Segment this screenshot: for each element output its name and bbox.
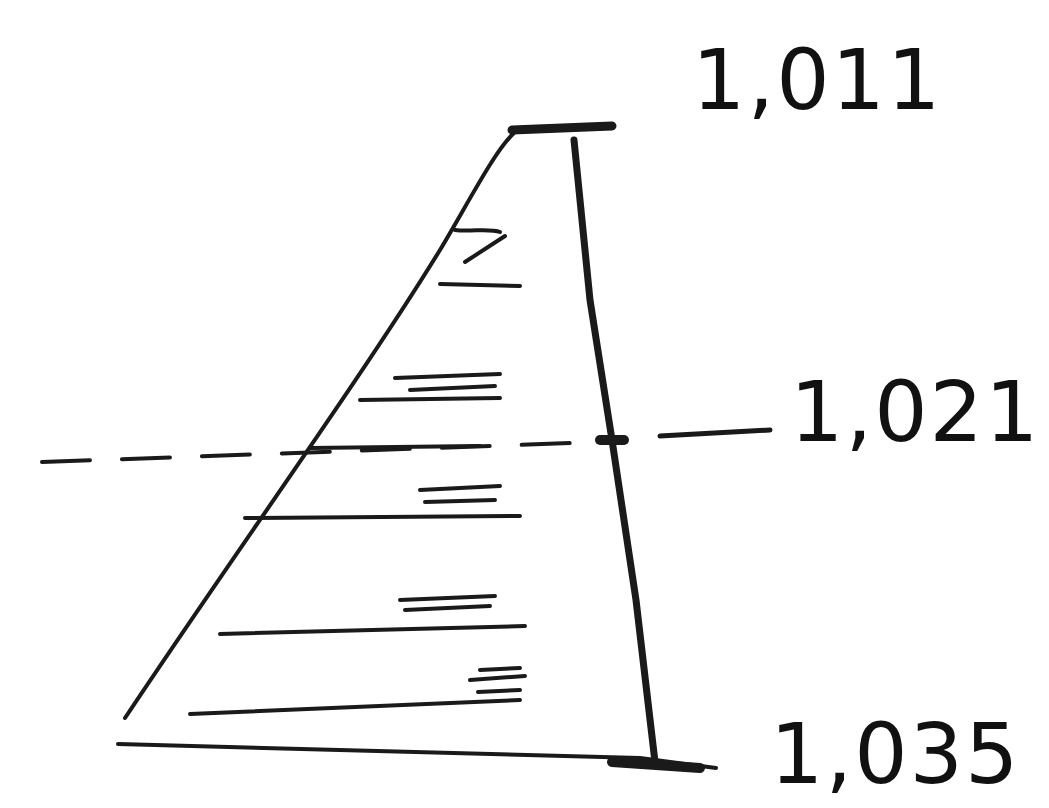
scale-tick [612, 762, 700, 768]
vertical-scale [574, 140, 655, 762]
level-value: 1,021 [790, 370, 1040, 454]
level-line [42, 442, 600, 462]
leader-line [660, 430, 770, 436]
scale-tick [600, 435, 624, 445]
level-value: 1,035 [770, 712, 1020, 796]
hatching [190, 230, 525, 714]
level-value: 1,011 [692, 38, 942, 122]
base-line [118, 744, 716, 768]
crest [512, 126, 612, 130]
